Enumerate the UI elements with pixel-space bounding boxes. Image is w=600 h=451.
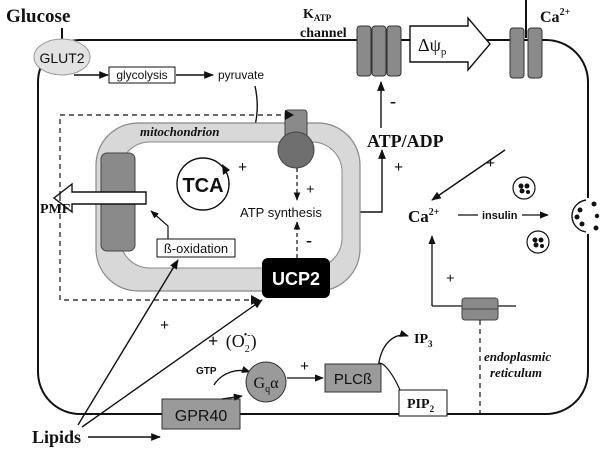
gq-alpha-label: Gqα <box>254 375 280 395</box>
gpr40-to-gq-arrow <box>221 393 243 401</box>
pmf-label: PMF <box>40 202 70 217</box>
ca-channel <box>509 27 543 79</box>
tca-label: TCA <box>182 175 223 197</box>
atp-synthesis-label: ATP synthesis <box>240 205 322 220</box>
gtp-to-gq-arrow <box>213 365 251 386</box>
dashed-loop-arrowhead-bottom <box>251 295 260 305</box>
glucose-label: Glucose <box>6 6 70 27</box>
lipid-plus-sign: + <box>160 317 169 334</box>
betaox-to-pump-arrow <box>150 210 169 239</box>
membrane-potential-label: Δψp <box>418 35 447 58</box>
pmf-arrow <box>52 182 147 214</box>
plcb-label: PLCß <box>334 371 372 388</box>
beta-oxidation-label: ß-oxidation <box>164 241 228 256</box>
atp-adp-label: ATP/ADP <box>367 131 444 151</box>
lipids-to-superoxide-arrow <box>81 299 263 428</box>
superox-plus-sign: + <box>208 331 218 351</box>
katp-label: KATP <box>303 7 332 23</box>
gtp-label: GTP <box>196 366 217 377</box>
atpadp-plus-sign: + <box>394 159 403 176</box>
katp-channel-label: channel <box>300 26 347 41</box>
er-label-line1: endoplasmic <box>484 349 551 364</box>
atp-synthase <box>277 109 315 169</box>
tca-cycle <box>176 157 230 211</box>
pip2-box <box>398 389 448 417</box>
pyruvate-label: pyruvate <box>218 68 264 82</box>
ip3-label: IP3 <box>414 332 433 349</box>
gpr40-label: GPR40 <box>175 408 228 425</box>
gpr40-box <box>161 398 241 430</box>
beta-oxidation-box <box>156 238 236 258</box>
insulin-granule-bottom <box>526 230 550 254</box>
ucp2-box <box>262 258 330 298</box>
glycolysis-label: glycolysis <box>116 68 167 82</box>
ucp2-label: UCP2 <box>272 269 320 289</box>
er-label-line2: reticulum <box>490 365 542 380</box>
lipids-label: Lipids <box>32 427 81 447</box>
tca-plus-sign: + <box>238 159 247 176</box>
ip3-receptor <box>461 297 499 321</box>
insulin-granule-top <box>512 176 536 200</box>
ca-top-label: Ca2+ <box>540 7 571 26</box>
plcb-to-pip2-line <box>377 362 401 391</box>
insulin-exocytosis <box>571 198 600 234</box>
superoxide-label: + (O2•-) <box>208 330 257 355</box>
membrane-potential-arrow <box>409 16 491 72</box>
gq-plus-sign: + <box>300 358 309 375</box>
tca-cycle-arrowhead <box>222 164 230 175</box>
pip2-label: PIP2 <box>407 397 435 414</box>
synth-plus-sign: + <box>306 182 315 198</box>
katp-channel <box>356 25 402 77</box>
insulin-label: insulin <box>482 210 518 222</box>
mitochondrion-label: mitochondrion <box>140 124 219 139</box>
ucp2-minus-sign: - <box>306 230 312 250</box>
plcb-box <box>324 363 382 393</box>
ca-influx-arrow <box>431 149 506 201</box>
katp-minus-sign: - <box>390 91 396 111</box>
ca-plus-sign: + <box>486 155 495 172</box>
glycolysis-box <box>108 66 176 84</box>
proton-leak-dashed-loop <box>59 114 292 301</box>
er-plus-sign: + <box>446 271 455 287</box>
glut2-transporter <box>33 38 91 76</box>
glut2-label: GLUT2 <box>39 50 84 66</box>
dashed-loop-arrowhead-top <box>285 110 294 120</box>
gq-alpha-circle <box>245 361 287 403</box>
lipids-to-betaox-arrow <box>77 259 179 426</box>
ca-mid-label: Ca2+ <box>408 207 440 226</box>
